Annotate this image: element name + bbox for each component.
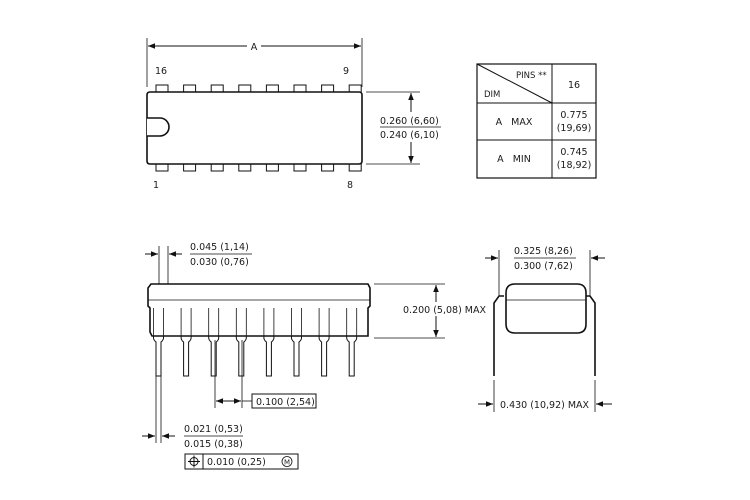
bottom-pin bbox=[265, 164, 279, 172]
top-pin bbox=[321, 84, 335, 92]
lead-width-min-label: 0.015 (0,38) bbox=[184, 439, 243, 450]
table-row-1-value-mm: (18,92) bbox=[557, 160, 592, 171]
top-view-body bbox=[146, 91, 363, 165]
table-header-diagonal bbox=[476, 63, 553, 104]
pitch-basic-box bbox=[251, 393, 317, 409]
pitch-label: 0.100 (2,54) bbox=[256, 397, 315, 408]
lead-width-max-label: 0.021 (0,53) bbox=[184, 424, 243, 435]
lead-top-min-label: 0.030 (0,76) bbox=[190, 257, 249, 268]
side-lead bbox=[153, 336, 164, 377]
table-row-1-label: A MIN bbox=[497, 154, 531, 165]
side-view: 0.045 (1,14) 0.030 (0,76) 0.200 (5,08) M… bbox=[142, 242, 488, 470]
top-view: A 16 9 1 8 0.260 (6,60) 0.240 (6,10) bbox=[146, 38, 443, 191]
width-min-label: 0.240 (6,10) bbox=[380, 130, 439, 141]
bottom-pin bbox=[238, 164, 252, 172]
side-view-body bbox=[147, 283, 371, 337]
pin-1-label: 1 bbox=[153, 180, 159, 191]
table-row-0-value-mm: (19,69) bbox=[557, 123, 592, 134]
side-lead bbox=[318, 336, 330, 377]
table-header-dim: DIM bbox=[484, 90, 500, 100]
span-max-label: 0.430 (10,92) MAX bbox=[500, 400, 590, 411]
bottom-pin bbox=[155, 164, 169, 172]
dim-a-label-bg bbox=[247, 40, 261, 52]
height-max-label: 0.200 (5,08) MAX bbox=[403, 305, 486, 316]
side-lead bbox=[208, 336, 220, 377]
top-view-pins bbox=[155, 84, 362, 172]
width-max-label: 0.260 (6,60) bbox=[380, 116, 439, 127]
tolerance-modifier: M bbox=[284, 459, 290, 467]
position-tolerance-frame: 0.010 (0,25) M bbox=[184, 453, 299, 470]
lead-top-max-label: 0.045 (1,14) bbox=[190, 242, 249, 253]
bottom-pin bbox=[210, 164, 224, 172]
top-pin bbox=[348, 84, 362, 92]
top-pin bbox=[183, 84, 197, 92]
height-label-bg bbox=[400, 302, 488, 316]
pin-9-label: 9 bbox=[343, 66, 349, 77]
top-pin bbox=[155, 84, 169, 92]
pin-8-label: 8 bbox=[347, 180, 353, 191]
bottom-pin bbox=[293, 164, 307, 172]
end-view-lead-left bbox=[493, 295, 504, 376]
side-lead bbox=[346, 336, 358, 377]
end-view-lead-right bbox=[584, 295, 596, 376]
top-pin bbox=[293, 84, 307, 92]
side-lead bbox=[263, 336, 275, 377]
bottom-pin bbox=[321, 164, 335, 172]
pin-16-label: 16 bbox=[155, 66, 167, 77]
table-border bbox=[476, 63, 597, 179]
end-width-max-label: 0.325 (8,26) bbox=[514, 246, 573, 257]
table-header-pins: PINS ** bbox=[516, 71, 547, 81]
mmc-circle-icon bbox=[281, 456, 293, 467]
top-pin bbox=[238, 84, 252, 92]
bottom-pin bbox=[183, 164, 197, 172]
end-width-min-label: 0.300 (7,62) bbox=[514, 261, 573, 272]
table-row-0-value-in: 0.775 bbox=[560, 110, 587, 121]
table-row-0-label: A MAX bbox=[496, 117, 533, 128]
pin-1-notch bbox=[147, 117, 170, 137]
top-pin bbox=[265, 84, 279, 92]
side-lead bbox=[180, 336, 192, 377]
bottom-pin bbox=[348, 164, 362, 172]
span-label-bg bbox=[497, 397, 593, 411]
tolerance-frame-border bbox=[184, 453, 299, 470]
table-row-1-value-in: 0.745 bbox=[560, 147, 587, 158]
dim-a-label: A bbox=[251, 42, 258, 53]
top-pin bbox=[210, 84, 224, 92]
position-symbol-icon bbox=[188, 455, 200, 468]
end-view-body bbox=[505, 283, 587, 334]
side-lead bbox=[235, 336, 247, 377]
side-lead bbox=[291, 336, 302, 377]
end-view: 0.325 (8,26) 0.300 (7,62) 0.430 (10,92) … bbox=[478, 246, 612, 412]
side-view-leads bbox=[153, 308, 358, 377]
table-header-value: 16 bbox=[568, 80, 580, 91]
dimension-table: PINS ** DIM 16 A MAX 0.775 (19,69) A MIN… bbox=[476, 63, 597, 179]
tolerance-value: 0.010 (0,25) bbox=[207, 457, 266, 468]
